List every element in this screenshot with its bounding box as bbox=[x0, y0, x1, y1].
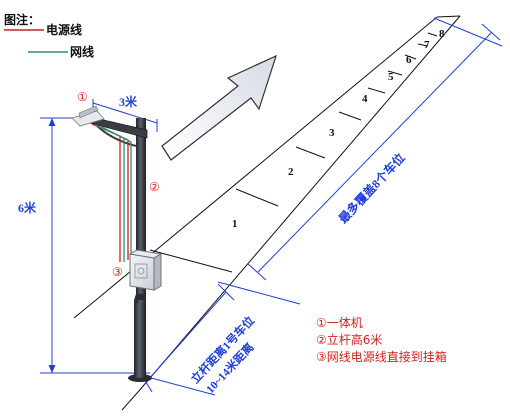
power-cables bbox=[91, 123, 129, 262]
strip-right-edge bbox=[137, 15, 461, 393]
legend-title: 图注： bbox=[4, 12, 40, 27]
slot-labels: 1 2 3 4 5 6 7 8 bbox=[232, 28, 445, 230]
slot-label-4: 4 bbox=[362, 93, 368, 105]
arm-width-line bbox=[92, 102, 158, 124]
slot-divider bbox=[367, 87, 386, 94]
slot-divider bbox=[149, 249, 233, 273]
notes: ①一体机 ②立杆高6米 ③网线电源线直接到挂箱 bbox=[316, 316, 447, 364]
slot-divider bbox=[235, 188, 279, 207]
slot-label-5: 5 bbox=[388, 71, 394, 83]
slot-label-2: 2 bbox=[288, 166, 294, 178]
arm-width-label: 3米 bbox=[119, 94, 138, 109]
note-item: ②立杆高6米 bbox=[316, 332, 382, 347]
slot-divider bbox=[417, 43, 429, 47]
camera-unit bbox=[71, 105, 105, 127]
slot-label-3: 3 bbox=[329, 127, 335, 139]
slot-label-1: 1 bbox=[232, 218, 238, 230]
strip-near-extension bbox=[73, 299, 97, 319]
coverage-label: 最多覆盖8个车位 bbox=[335, 150, 407, 226]
marker-3: ③ bbox=[112, 265, 123, 279]
direction-arrow bbox=[161, 54, 277, 161]
network-cables bbox=[94, 124, 132, 262]
slot-divider bbox=[387, 70, 403, 76]
note-item: ①一体机 bbox=[316, 316, 363, 330]
marker-1: ① bbox=[77, 90, 88, 104]
slot-divider bbox=[338, 111, 362, 121]
marker-2: ② bbox=[149, 180, 160, 194]
slot-divider bbox=[404, 54, 417, 60]
note-item: ③网线电源线直接到挂箱 bbox=[316, 349, 447, 364]
coverage-dimension-line bbox=[257, 31, 493, 273]
slot-label-8: 8 bbox=[439, 28, 445, 40]
junction-box bbox=[128, 249, 163, 291]
pole-height-label: 6米 bbox=[18, 200, 37, 215]
legend-power-label: 电源线 bbox=[46, 22, 82, 37]
slot-divider bbox=[427, 32, 438, 37]
slot-label-6: 6 bbox=[406, 54, 412, 66]
slot-divider bbox=[295, 146, 326, 159]
strip-near-extension bbox=[121, 391, 139, 411]
slot-label-7: 7 bbox=[424, 39, 430, 51]
pole bbox=[128, 118, 152, 382]
strip-far-end bbox=[436, 15, 461, 18]
distance-dimension-line bbox=[147, 291, 227, 381]
legend-network-label: 网线 bbox=[70, 44, 94, 59]
pole-height-dimension bbox=[40, 117, 150, 374]
legend: 图注： 电源线 网线 bbox=[4, 12, 94, 59]
coverage-dimension bbox=[247, 17, 503, 281]
